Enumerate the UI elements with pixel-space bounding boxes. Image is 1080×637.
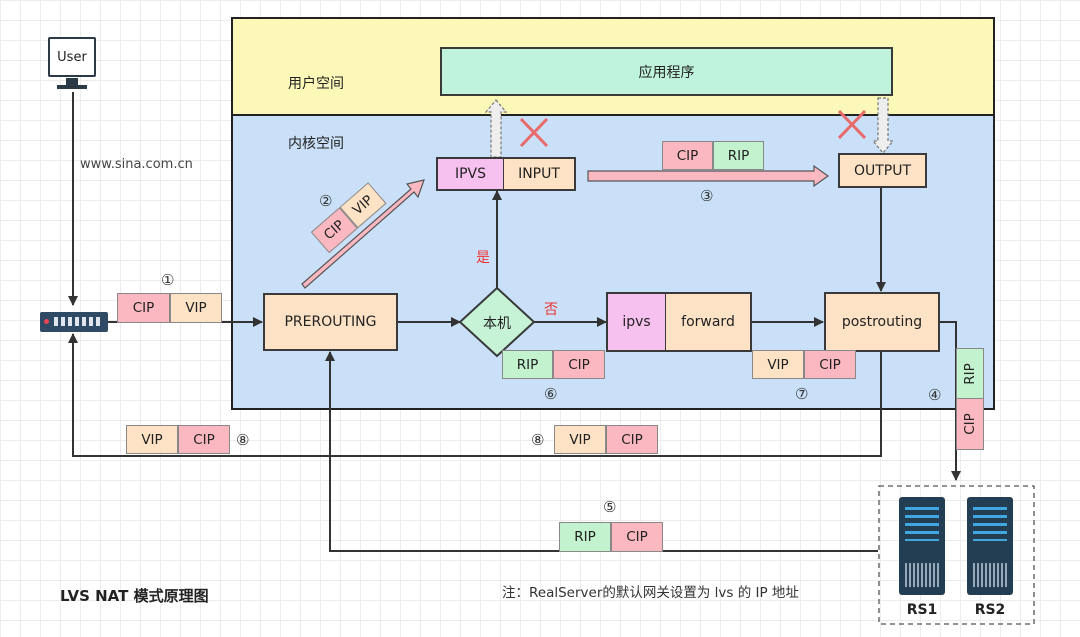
packet-8b-cip: CIP	[606, 425, 658, 454]
ipvs-top-box: IPVS	[436, 157, 504, 191]
cross-icon-right	[837, 109, 867, 140]
input-to-output-pink-arrow	[587, 164, 830, 188]
kernel-space-label: 内核空间	[288, 136, 344, 152]
output-box: OUTPUT	[838, 153, 927, 188]
packet-8a-cip: CIP	[178, 425, 230, 454]
packet-3-rip: RIP	[713, 141, 764, 170]
site-label: www.sina.com.cn	[80, 157, 193, 172]
packet-4-cip: CIP	[956, 398, 984, 450]
packet-4-number: ④	[928, 386, 942, 404]
prerouting-to-ipvs-diagonal-arrow	[301, 179, 425, 289]
packet-5-cip: CIP	[611, 522, 663, 552]
packet-7-vip: VIP	[752, 350, 804, 379]
cross-icon-left	[519, 117, 549, 148]
decision-label: 本机	[483, 316, 511, 332]
user-label: User	[57, 49, 87, 65]
yes-label: 是	[476, 250, 490, 266]
forward-box: forward	[665, 292, 752, 352]
ipvs-forward-box: ipvs	[606, 292, 666, 352]
packet-4-rip: RIP	[956, 348, 984, 400]
footnote: 注：RealServer的默认网关设置为 lvs 的 IP 地址	[502, 585, 799, 601]
rs-group-frame	[878, 485, 1035, 625]
diagram-title: LVS NAT 模式原理图	[60, 587, 209, 605]
packet-8b-number: ⑧	[531, 431, 545, 449]
packet-6-cip: CIP	[553, 350, 605, 379]
packet-7-cip: CIP	[804, 350, 856, 379]
packet-1-cip: CIP	[117, 293, 170, 323]
packet-5-number: ⑤	[603, 498, 617, 516]
rs1-label: RS1	[906, 602, 938, 618]
monitor-base	[57, 85, 87, 89]
switch-icon	[40, 312, 108, 332]
packet-3-number: ③	[700, 187, 714, 205]
packet-8a-vip: VIP	[126, 425, 178, 454]
decision-diamond	[458, 286, 536, 358]
rs2-label: RS2	[974, 602, 1006, 618]
packet-8b-vip: VIP	[554, 425, 606, 454]
prerouting-box: PREROUTING	[263, 293, 398, 351]
user-space-label: 用户空间	[288, 76, 344, 92]
input-box: INPUT	[503, 157, 576, 191]
no-label: 否	[544, 302, 558, 318]
packet-2-number: ②	[319, 192, 333, 210]
server-rs2-icon	[967, 497, 1013, 595]
rs-to-prerouting-arrow	[325, 351, 878, 552]
packet-6-rip: RIP	[502, 350, 553, 379]
packet-5-rip: RIP	[559, 522, 611, 552]
monitor-stand	[66, 78, 78, 85]
packet-1-vip: VIP	[170, 293, 222, 323]
postrouting-to-switch-arrow	[68, 333, 882, 457]
packet-4-cells: RIP CIP	[942, 348, 984, 450]
postrouting-box: postrouting	[824, 292, 940, 352]
server-rs1-icon	[899, 497, 945, 595]
packet-3-cip: CIP	[662, 141, 713, 170]
user-monitor-icon: User	[48, 37, 96, 77]
app-box: 应用程序	[440, 47, 893, 96]
packet-7-number: ⑦	[795, 385, 809, 403]
packet-6-number: ⑥	[544, 385, 558, 403]
packet-8a-number: ⑧	[236, 431, 250, 449]
ipvs-to-app-hollow-arrow	[484, 99, 508, 158]
packet-1-number: ①	[161, 271, 175, 289]
app-to-output-hollow-arrow	[871, 97, 895, 154]
